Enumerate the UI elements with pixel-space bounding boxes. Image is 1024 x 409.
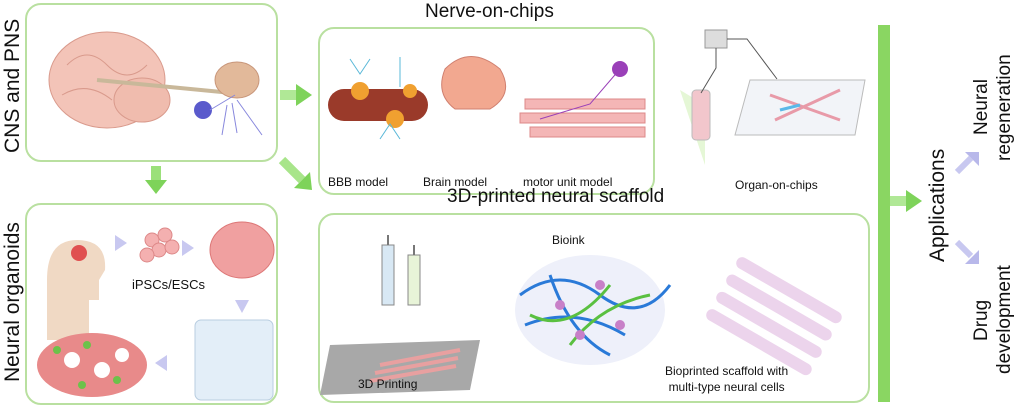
neural-regeneration-label: Neural regeneration: [970, 45, 1016, 170]
bbb-model-label: BBB model: [328, 175, 389, 189]
nerve-on-chips-panel: BBB model Brain model motor unit model: [318, 27, 655, 195]
applications-bar: [878, 25, 890, 402]
organ-on-chips-label: Organ-on-chips: [735, 178, 818, 192]
bioprinted-scaffold-label: Bioprinted scaffold with multi-type neur…: [665, 363, 788, 395]
app-label-line: regeneration: [994, 54, 1015, 161]
arrow-diagonal-icon: [278, 156, 312, 190]
neural-organoids-label: Neural organoids: [1, 222, 24, 383]
motor-unit-model-label: motor unit model: [523, 175, 613, 189]
app-label-line: Drug: [971, 299, 992, 341]
organ-on-chip-illustration: [680, 29, 866, 165]
arrow-right-icon: [280, 84, 312, 106]
arrow-down-right-icon: [954, 239, 979, 264]
drug-development-label: Drug development: [970, 255, 1016, 385]
bioink-label: Bioink: [552, 233, 585, 247]
organoid-illustration: [37, 221, 275, 401]
brain-spinal-illustration: [48, 31, 263, 136]
ipscs-escs-label: iPSCs/ESCs: [132, 277, 205, 292]
bioprinting-illustration: [320, 235, 842, 395]
arrow-down-icon: [145, 166, 167, 194]
brain-model-label: Brain model: [423, 175, 488, 189]
cns-pns-label: CNS and PNS: [1, 18, 24, 153]
app-label-line: Neural: [971, 79, 992, 136]
scaffold-panel: Bioink 3D Printing Bioprinted scaffold w…: [318, 213, 870, 403]
neural-organoids-panel: iPSCs/ESCs: [25, 203, 278, 405]
scaffold-title: 3D-printed neural scaffold: [447, 186, 665, 207]
chip-models-illustration: [328, 56, 646, 140]
nerve-on-chips-title: Nerve-on-chips: [425, 1, 554, 22]
applications-label: Applications: [926, 148, 949, 262]
arrow-right-icon: [890, 190, 922, 212]
arrow-up-right-icon: [954, 152, 979, 175]
3d-printing-label: 3D Printing: [358, 377, 418, 391]
scaffold-label-line: Bioprinted scaffold with: [665, 364, 789, 378]
cns-pns-panel: [25, 3, 278, 162]
scaffold-label-line: multi-type neural cells: [668, 380, 785, 394]
app-label-line: development: [994, 265, 1015, 375]
